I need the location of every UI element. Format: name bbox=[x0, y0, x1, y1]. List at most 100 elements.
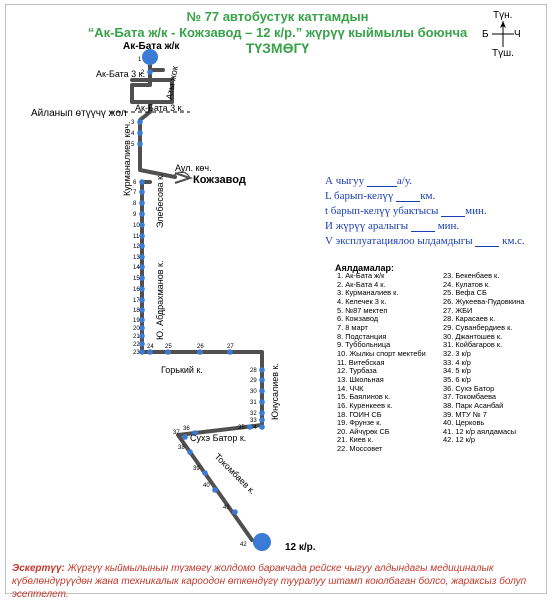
compass-arrows-icon bbox=[492, 21, 514, 47]
note-text: Жүргүү кыймылынын түзмөгү жолдомо баракч… bbox=[12, 563, 527, 600]
legend-item: 9. Туббольница bbox=[337, 340, 391, 350]
stop-number-label: 26 bbox=[197, 344, 204, 350]
stop-number-label: 7 bbox=[133, 190, 137, 196]
compass-east: Ч bbox=[514, 29, 521, 40]
stop-number-label: 4 bbox=[131, 131, 135, 137]
info-label-5: V эксплуатациялоо ылдамдыгы bbox=[325, 235, 473, 247]
legend-item: 36. Сухэ Батор bbox=[443, 383, 495, 393]
route-segment-loop bbox=[130, 68, 174, 104]
stop-marker bbox=[259, 410, 265, 416]
stop-number-label: 2 bbox=[141, 70, 145, 76]
stop-number-label: 31 bbox=[250, 400, 257, 406]
stop-marker bbox=[137, 141, 143, 147]
label-kurmanaliev: Курманалиев көч. bbox=[122, 121, 132, 196]
legend-item: 37. Токомбаева bbox=[443, 392, 497, 402]
stop-number-label: 29 bbox=[250, 378, 257, 384]
stop-number-label: 28 bbox=[250, 368, 257, 374]
legend-item: 29. Суванбердиев к. bbox=[443, 322, 513, 332]
stop-marker bbox=[247, 424, 253, 430]
info-label-3: t барып-келүү убактысы bbox=[325, 205, 439, 217]
legend-item: 28. Карасаев к. bbox=[443, 314, 496, 324]
info-unit-4: мин. bbox=[437, 220, 460, 232]
title-line-2: “Ак-Бата ж/к - Кожзавод – 12 к/р.” жүрүү… bbox=[87, 25, 468, 40]
stop-number-label: 8 bbox=[133, 201, 137, 207]
stop-marker bbox=[139, 254, 145, 260]
legend-item: 41. 12 к/р аялдамасы bbox=[443, 426, 517, 436]
stop-number-label: 13 bbox=[133, 255, 140, 261]
stop-number-label: 32 bbox=[250, 411, 257, 417]
stop-number-label: 20 bbox=[133, 326, 140, 332]
legend-column-2: 23. Бекенбаев к.24. Кулатов к.25. Вефа С… bbox=[443, 271, 524, 445]
stop-start-marker bbox=[142, 49, 158, 65]
label-sukhe-bator: Сухэ Батор к. bbox=[190, 433, 246, 443]
title-line-1: № 77 автобустук каттамдын bbox=[186, 9, 369, 24]
stop-number-label: 18 bbox=[133, 308, 140, 314]
note-label: Эскертүү: bbox=[12, 563, 65, 574]
stop-marker bbox=[259, 388, 265, 394]
stop-marker bbox=[197, 349, 203, 355]
legend-item: 21. Киев к. bbox=[337, 435, 374, 445]
stop-number-label: 16 bbox=[133, 287, 140, 293]
stop-number-label: 34 bbox=[250, 425, 257, 431]
legend-item: 42. 12 к/р bbox=[443, 435, 475, 445]
stop-number-label: 22 bbox=[133, 342, 140, 348]
legend-item: 14. ЧЧК bbox=[337, 383, 364, 393]
legend-item: 30. Джантошев к. bbox=[443, 331, 503, 341]
info-unit-1: а/у. bbox=[396, 175, 412, 187]
legend-item: 40. Церковь bbox=[443, 418, 485, 428]
stop-marker bbox=[259, 417, 265, 423]
info-label-4: И жүрүү аралыгы bbox=[325, 220, 409, 232]
stop-marker bbox=[212, 487, 218, 493]
stop-marker bbox=[139, 275, 145, 281]
compass-north: Түн. bbox=[493, 10, 513, 21]
stop-marker bbox=[232, 509, 238, 515]
legend-item: 23. Бекенбаев к. bbox=[443, 271, 500, 280]
label-aty-jok: Аты жок bbox=[164, 65, 180, 100]
stop-number-label: 10 bbox=[133, 223, 140, 229]
legend-item: 10. Жылкы спорт мектеби bbox=[337, 348, 426, 358]
stop-marker bbox=[259, 399, 265, 405]
legend-item: 22. Моссовет bbox=[337, 444, 383, 454]
info-unit-5: км.с. bbox=[502, 235, 525, 247]
legend-item: 39. МТУ № 7 bbox=[443, 409, 487, 419]
stop-number-label: 9 bbox=[133, 212, 137, 218]
stop-end-marker bbox=[253, 533, 271, 551]
route-segment-kurmanaliev bbox=[138, 100, 177, 179]
legend-item: 34. 5 к/р bbox=[443, 366, 471, 376]
stop-number-label: 24 bbox=[147, 344, 154, 350]
info-unit-2: км. bbox=[420, 190, 436, 202]
info-line-3: t барып-келүү убактысы мин. bbox=[325, 205, 487, 217]
stop-marker bbox=[139, 222, 145, 228]
legend-item: 19. Фрунзе к. bbox=[337, 418, 382, 428]
stop-number-label: 30 bbox=[250, 389, 257, 395]
info-label-1: А чыгуу bbox=[325, 175, 365, 187]
stop-marker bbox=[139, 189, 145, 195]
legend-item: 3. Курманалиев к. bbox=[337, 288, 399, 298]
footer-note: Эскертүү: Жүргүү кыймылынын түзмөгү жолд… bbox=[12, 562, 542, 601]
stop-number-label: 25 bbox=[165, 344, 172, 350]
stop-marker bbox=[192, 430, 198, 436]
stop-number-label: 36 bbox=[183, 426, 190, 432]
aul-curve bbox=[171, 171, 191, 179]
info-blank-1 bbox=[366, 177, 397, 187]
stop-marker bbox=[139, 286, 145, 292]
legend-item: 38. Парк Асанбай bbox=[443, 400, 504, 410]
label-ak-bata-3-top: Ак-Бата 3 к. bbox=[96, 69, 145, 79]
legend-item: 25. Вефа СБ bbox=[443, 288, 487, 298]
stop-marker bbox=[187, 449, 193, 455]
info-line-4: И жүрүү аралыгы мин. bbox=[325, 220, 459, 232]
branch-stop-label: Кожзавод bbox=[193, 174, 246, 186]
stop-marker bbox=[227, 349, 233, 355]
stop-marker bbox=[139, 317, 145, 323]
label-gorky: Горький к. bbox=[161, 365, 203, 375]
stop-marker bbox=[147, 69, 153, 75]
legend-item: 27. ЖБИ bbox=[443, 305, 473, 315]
stop-number-label: 12 bbox=[133, 244, 140, 250]
stop-number-label: 17 bbox=[133, 298, 140, 304]
stop-number-label: 33 bbox=[250, 418, 257, 424]
info-unit-3: мин. bbox=[465, 205, 487, 217]
stop-marker bbox=[202, 470, 208, 476]
label-abdrakhmanov: Ю. Абдрахманов к. bbox=[155, 261, 165, 341]
